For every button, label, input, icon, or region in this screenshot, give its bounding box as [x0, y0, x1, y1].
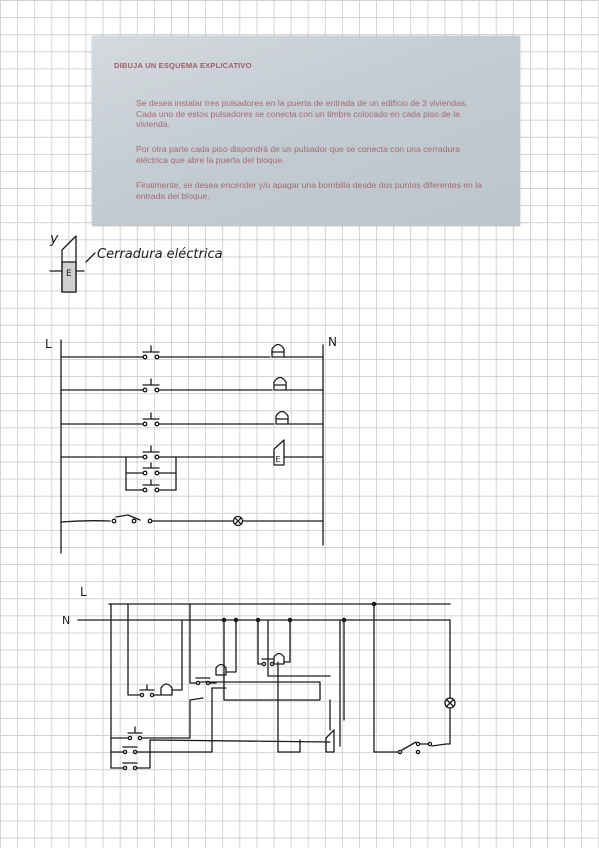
diagram1-rung-lock: [60, 439, 324, 493]
legend-label: Cerradura eléctrica: [97, 247, 223, 262]
diagram1-rung-bell-2: [60, 376, 324, 393]
diagram1-label-L: L: [45, 337, 52, 351]
assignment-paragraph-doorbells: Se desea instalar tres pulsadores en la …: [136, 98, 468, 129]
legend: y E Cerradura eléctrica: [49, 231, 223, 293]
diagram2-label-N: N: [62, 614, 70, 627]
diagram-1: L N: [45, 335, 337, 554]
diagram1-rung-bell-1: [60, 343, 324, 360]
diagram1-lock-letter: E: [276, 455, 281, 464]
diagram2-bells-wiring: [110, 603, 331, 771]
assignment-paragraph-lamp: Finalmente, se desea encender y/o apagar…: [136, 180, 482, 201]
assignment-photo: DIBUJA UN ESQUEMA EXPLICATIVO Se desea i…: [92, 36, 520, 226]
diagram1-label-N: N: [328, 335, 337, 349]
diagram2-lamp-circuit: [371, 601, 456, 755]
diagram2-label-L: L: [80, 585, 87, 599]
diagram2-electric-lock: [325, 617, 347, 753]
diagram1-rung-bell-3: [60, 410, 324, 427]
legend-prefix: y: [49, 231, 59, 247]
legend-pointer-line: [85, 252, 96, 263]
diagram-2: L N: [62, 585, 456, 771]
electric-lock-symbol: [49, 235, 85, 293]
assignment-heading: DIBUJA UN ESQUEMA EXPLICATIVO: [114, 61, 252, 70]
legend-symbol-letter: E: [66, 269, 72, 279]
diagram1-rung-lamp: [60, 514, 324, 527]
assignment-paragraph-lock: Por otra parte cada piso dispondrá de un…: [136, 144, 460, 165]
